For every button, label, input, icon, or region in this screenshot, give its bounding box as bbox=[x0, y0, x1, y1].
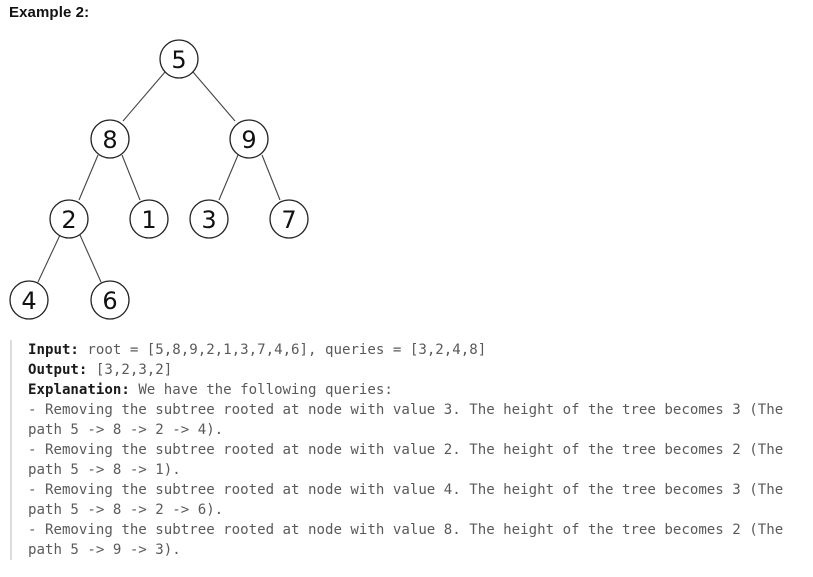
explanation-detail-line: path 5 -> 8 -> 2 -> 4). bbox=[28, 422, 224, 438]
explanation-label: Explanation: bbox=[28, 382, 130, 398]
tree-edge bbox=[78, 154, 99, 201]
explanation-detail-line: path 5 -> 9 -> 3). bbox=[28, 542, 181, 558]
tree-node-value: 6 bbox=[102, 287, 117, 315]
input-value: root = [5,8,9,2,1,3,7,4,6], queries = [3… bbox=[78, 342, 487, 358]
tree-node-value: 3 bbox=[201, 206, 216, 234]
tree-node-value: 5 bbox=[171, 46, 186, 74]
explanation-detail-line: path 5 -> 8 -> 2 -> 6). bbox=[28, 502, 224, 518]
tree-node-7: 7 bbox=[269, 199, 309, 239]
tree-node-9: 9 bbox=[229, 119, 269, 159]
output-label: Output: bbox=[28, 362, 88, 378]
tree-edge bbox=[79, 234, 102, 283]
tree-node-value: 4 bbox=[21, 287, 36, 315]
tree-node-value: 2 bbox=[61, 206, 76, 234]
input-line: Input: root = [5,8,9,2,1,3,7,4,6], queri… bbox=[28, 340, 800, 360]
tree-node-6: 6 bbox=[90, 280, 130, 320]
tree-node-8: 8 bbox=[90, 119, 130, 159]
tree-edge bbox=[122, 71, 166, 122]
tree-edge bbox=[192, 71, 236, 122]
explanation-detail-line: path 5 -> 8 -> 1). bbox=[28, 462, 181, 478]
tree-edge bbox=[121, 154, 141, 201]
tree-node-3: 3 bbox=[189, 199, 229, 239]
tree-edge bbox=[218, 154, 239, 201]
explanation-line: Explanation: We have the following queri… bbox=[28, 380, 800, 400]
tree-node-4: 4 bbox=[9, 280, 49, 320]
example-code-block: Input: root = [5,8,9,2,1,3,7,4,6], queri… bbox=[10, 340, 800, 560]
explanation-detail-line: - Removing the subtree rooted at node wi… bbox=[28, 442, 784, 458]
tree-node-5: 5 bbox=[159, 39, 199, 79]
output-value: [3,2,3,2] bbox=[87, 362, 173, 378]
explanation-value: We have the following queries: bbox=[129, 382, 393, 398]
binary-tree-diagram: 5 8 9 2 1 3 7 4 6 bbox=[9, 39, 309, 320]
example-heading: Example 2: bbox=[9, 4, 90, 21]
explanation-detail-line: - Removing the subtree rooted at node wi… bbox=[28, 482, 784, 498]
tree-node-1: 1 bbox=[129, 199, 169, 239]
tree-node-value: 8 bbox=[102, 126, 117, 154]
tree-edge bbox=[37, 234, 61, 283]
tree-node-value: 1 bbox=[141, 206, 156, 234]
tree-node-value: 9 bbox=[241, 126, 256, 154]
explanation-detail-line: - Removing the subtree rooted at node wi… bbox=[28, 402, 784, 418]
tree-node-2: 2 bbox=[49, 199, 89, 239]
input-label: Input: bbox=[28, 342, 79, 358]
tree-node-value: 7 bbox=[281, 206, 296, 234]
explanation-detail-line: - Removing the subtree rooted at node wi… bbox=[28, 522, 784, 538]
tree-edge bbox=[261, 154, 281, 201]
output-line: Output: [3,2,3,2] bbox=[28, 360, 800, 380]
